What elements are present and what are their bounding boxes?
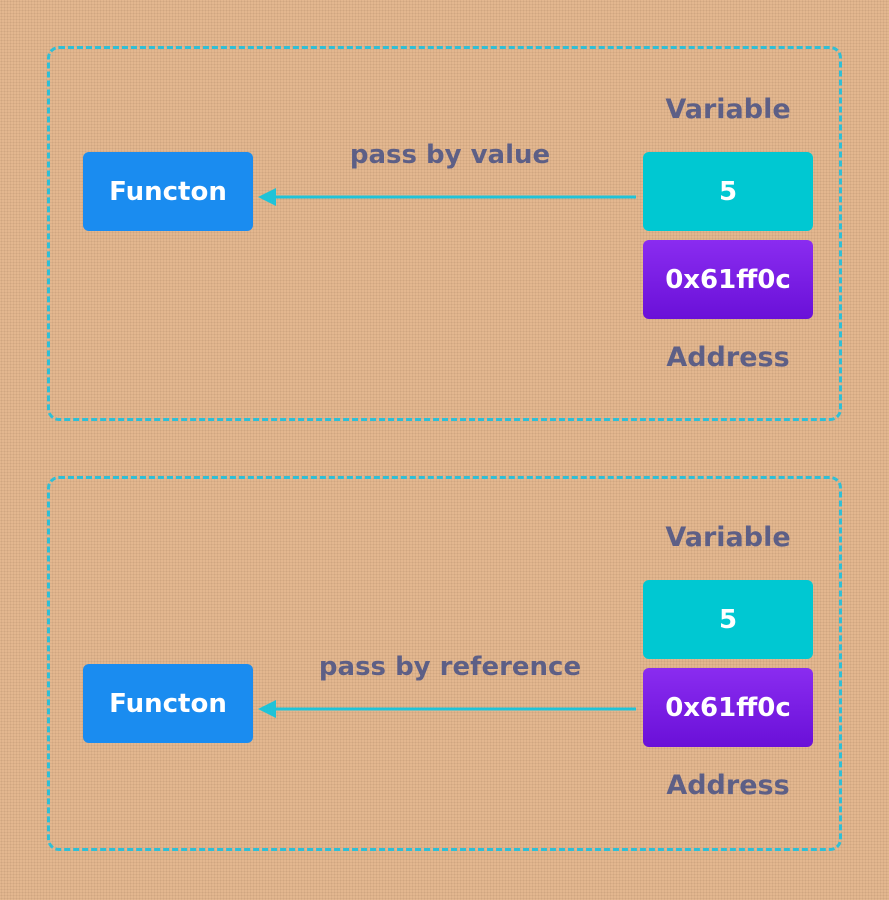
arrow-left-icon bbox=[258, 700, 636, 718]
function-label: Functon bbox=[109, 688, 227, 719]
variable-value-box: 5 bbox=[643, 580, 813, 659]
address-caption: Address bbox=[666, 770, 790, 801]
variable-value: 5 bbox=[718, 604, 738, 635]
pass-by-value-panel: Variable pass by value Functon 5 0x61ff0… bbox=[47, 46, 842, 421]
variable-caption: Variable bbox=[665, 522, 791, 553]
arrow-left-icon bbox=[258, 188, 636, 206]
pass-by-reference-panel: Variable pass by reference Functon 5 0x6… bbox=[47, 476, 842, 851]
variable-value-box: 5 bbox=[643, 152, 813, 231]
function-box: Functon bbox=[83, 664, 253, 743]
variable-caption: Variable bbox=[665, 94, 791, 125]
address-caption: Address bbox=[666, 342, 790, 373]
function-label: Functon bbox=[109, 176, 227, 207]
address-value: 0x61ff0c bbox=[665, 264, 791, 295]
pass-by-reference-label: pass by reference bbox=[318, 652, 582, 682]
pass-by-value-label: pass by value bbox=[349, 140, 551, 170]
function-box: Functon bbox=[83, 152, 253, 231]
address-value-box: 0x61ff0c bbox=[643, 668, 813, 747]
variable-value: 5 bbox=[718, 176, 738, 207]
address-value: 0x61ff0c bbox=[665, 692, 791, 723]
address-value-box: 0x61ff0c bbox=[643, 240, 813, 319]
